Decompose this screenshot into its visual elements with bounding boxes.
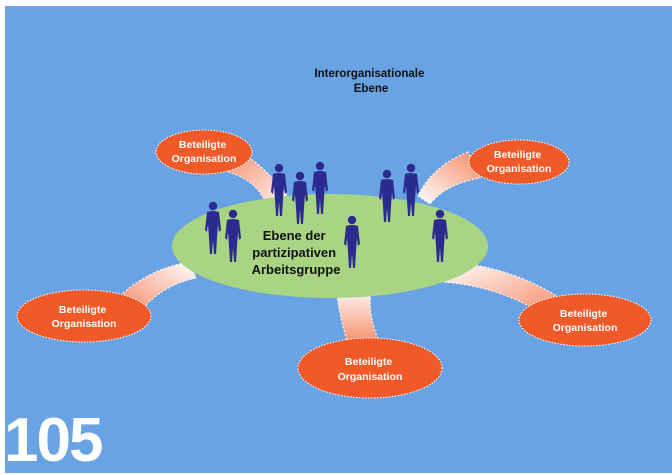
workgroup-label-line-1: Ebene der: [263, 228, 326, 243]
connector-mid-left: [119, 261, 197, 313]
organization-label-line-2: Organisation: [553, 322, 618, 334]
workgroup-label-line-3: Arbeitsgruppe: [252, 262, 341, 277]
svg-text:Beteiligte Organisatio: Beteiligte Organisation: [172, 139, 237, 165]
workgroup-label: Ebene der partizipativen Arbeitsgruppe: [252, 228, 341, 277]
organization-label-line-2: Organisation: [172, 153, 237, 165]
organization-label-line-2: Organisation: [338, 371, 403, 383]
workgroup-ellipse: [172, 194, 488, 298]
organization-label-line-1: Beteiligte: [560, 308, 607, 320]
organization-label-line-1: Beteiligte: [494, 149, 541, 161]
level-title: Interorganisationale Ebene: [314, 68, 427, 95]
organization-mid-left: Beteiligte Organisation: [16, 289, 152, 343]
organization-label-line-1: Beteiligte: [179, 139, 226, 151]
connector-top-right: [417, 151, 481, 205]
svg-text:Beteiligte Organisatio: Beteiligte Organisation: [553, 308, 618, 334]
svg-text:Beteiligte Organisatio: Beteiligte Organisation: [487, 149, 552, 175]
organization-label-line-2: Organisation: [487, 163, 552, 175]
organization-top-left: Beteiligte Organisation: [155, 129, 253, 175]
svg-text:Beteiligte Organisatio: Beteiligte Organisation: [338, 356, 403, 383]
organization-label-line-1: Beteiligte: [345, 356, 392, 368]
svg-text:Beteiligte Organisatio: Beteiligte Organisation: [52, 304, 117, 330]
level-title-line-2: Ebene: [354, 83, 389, 95]
organization-label-line-2: Organisation: [52, 318, 117, 330]
organization-label-line-1: Beteiligte: [59, 304, 106, 316]
level-title-line-1: Interorganisationale: [314, 68, 424, 80]
page-number: 105: [4, 406, 103, 475]
connector-bottom: [335, 285, 381, 345]
organization-bottom: Beteiligte Organisation: [297, 337, 443, 399]
workgroup-label-line-2: partizipativen: [252, 245, 336, 260]
organization-mid-right: Beteiligte Organisation: [518, 293, 652, 347]
organization-top-right: Beteiligte Organisation: [468, 139, 570, 185]
